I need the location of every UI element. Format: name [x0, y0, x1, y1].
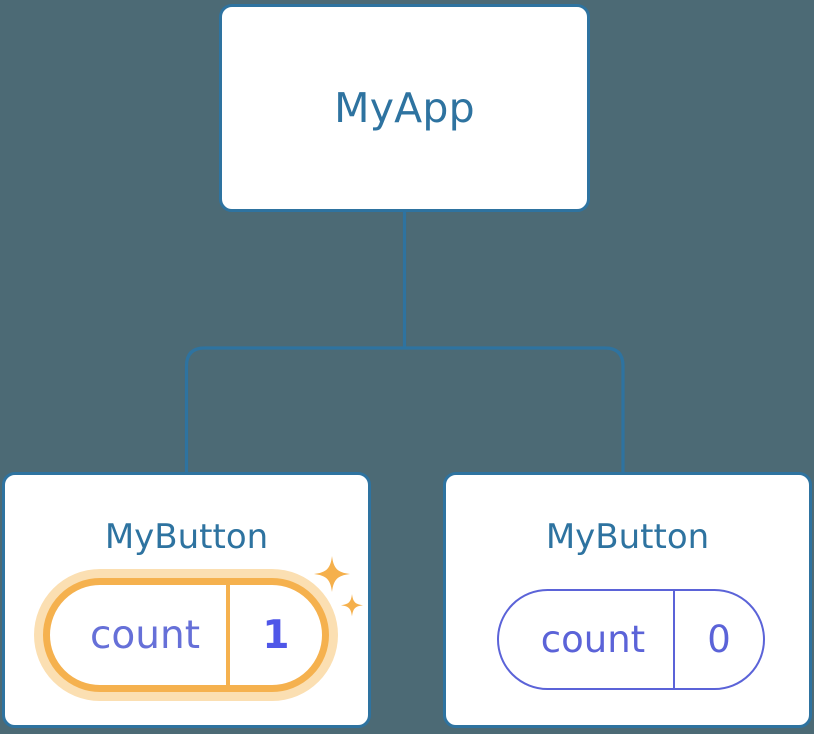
state-pill-left[interactable]: count 1	[43, 578, 329, 692]
state-divider-right	[673, 591, 675, 688]
state-pill-left-wrap: count 1	[43, 578, 329, 692]
state-key-right: count	[540, 618, 646, 661]
connector-branch-bus	[184, 346, 625, 473]
node-myapp[interactable]: MyApp	[219, 4, 590, 212]
state-pill-right-wrap: count 0	[497, 589, 765, 690]
node-mybutton-right-label: MyButton	[545, 517, 710, 557]
state-key-left: count	[89, 612, 201, 658]
node-myapp-label: MyApp	[334, 84, 475, 132]
node-mybutton-left-label: MyButton	[104, 517, 269, 557]
state-value-left: 1	[262, 612, 290, 658]
state-value-right: 0	[707, 618, 731, 661]
node-mybutton-left[interactable]: MyButton count 1	[2, 472, 371, 728]
state-divider-left	[226, 585, 230, 685]
state-pill-right[interactable]: count 0	[497, 589, 765, 690]
node-mybutton-right[interactable]: MyButton count 0	[443, 472, 812, 728]
